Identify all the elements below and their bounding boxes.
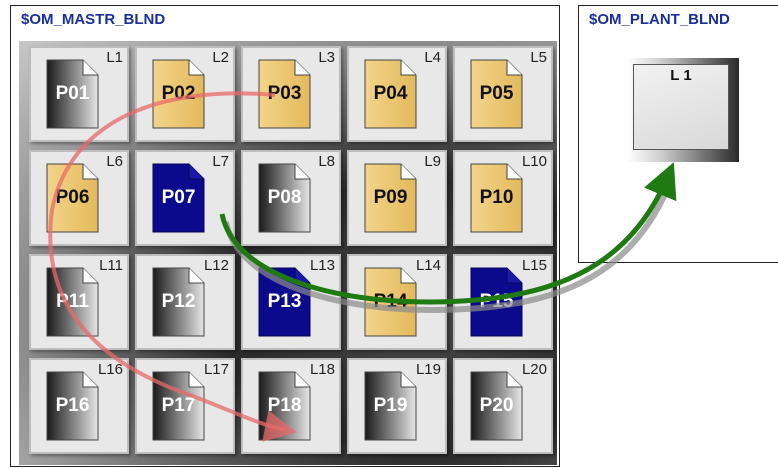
document-icon: P20	[469, 370, 524, 447]
slot-label: L1	[106, 49, 123, 66]
document-icon: P16	[45, 370, 100, 447]
document-icon: P05	[469, 58, 524, 135]
slot-label: L10	[521, 153, 547, 170]
slot-label: L8	[318, 153, 335, 170]
slot-label: L11	[99, 257, 123, 274]
slot-label: L20	[521, 361, 547, 378]
part-label: P16	[55, 395, 90, 416]
plant-blend-panel: $OM_PLANT_BLND L 1	[578, 5, 778, 263]
plant-slot-label: L 1	[670, 67, 692, 84]
document-icon: P10	[469, 162, 524, 239]
part-label: P10	[479, 187, 514, 208]
slot-label: L9	[424, 153, 441, 170]
slot-label: L15	[521, 257, 547, 274]
green-arrow-shadow	[223, 176, 675, 313]
part-label: P09	[373, 187, 408, 208]
slot-label: L13	[309, 257, 335, 274]
green-flow-arrow	[219, 162, 677, 305]
slot-label: L17	[203, 361, 229, 378]
part-label: P17	[161, 395, 196, 416]
document-icon: P13	[257, 266, 312, 343]
slot-label: L4	[424, 49, 441, 66]
part-label: P01	[55, 83, 90, 104]
part-label: P06	[55, 187, 90, 208]
part-label: P19	[373, 395, 408, 416]
document-icon: P08	[257, 162, 312, 239]
slot-label: L7	[212, 153, 229, 170]
slot-label: L3	[318, 49, 335, 66]
plant-panel-title: $OM_PLANT_BLND	[589, 11, 730, 28]
slot-label: L18	[309, 361, 335, 378]
part-label: P20	[479, 395, 514, 416]
plant-slot-inner: L 1	[633, 64, 729, 150]
part-label: P05	[479, 83, 514, 104]
document-icon: P03	[257, 58, 312, 135]
document-icon: P02	[151, 58, 206, 135]
part-label: P13	[267, 291, 302, 312]
slot-label: L5	[530, 49, 547, 66]
part-label: P04	[373, 83, 408, 104]
part-label: P08	[267, 187, 302, 208]
part-label: P07	[161, 187, 196, 208]
part-label: P03	[267, 83, 302, 104]
slot-label: L16	[97, 361, 123, 378]
slot-label: L12	[203, 257, 229, 274]
document-icon: P17	[151, 370, 206, 447]
document-icon: P19	[363, 370, 418, 447]
slot-label: L6	[106, 153, 123, 170]
slot-label: L14	[415, 257, 441, 274]
document-icon: P12	[151, 266, 206, 343]
red-flow-arrow	[48, 91, 297, 442]
slot-label: L2	[212, 49, 229, 66]
document-icon: P04	[363, 58, 418, 135]
document-icon: P01	[45, 58, 100, 135]
master-panel-title: $OM_MASTR_BLND	[21, 11, 166, 28]
document-icon: P09	[363, 162, 418, 239]
slot-label: L19	[415, 361, 441, 378]
document-icon: P07	[151, 162, 206, 239]
part-label: P12	[161, 291, 196, 312]
plant-slot-l1[interactable]: L 1	[627, 58, 739, 162]
